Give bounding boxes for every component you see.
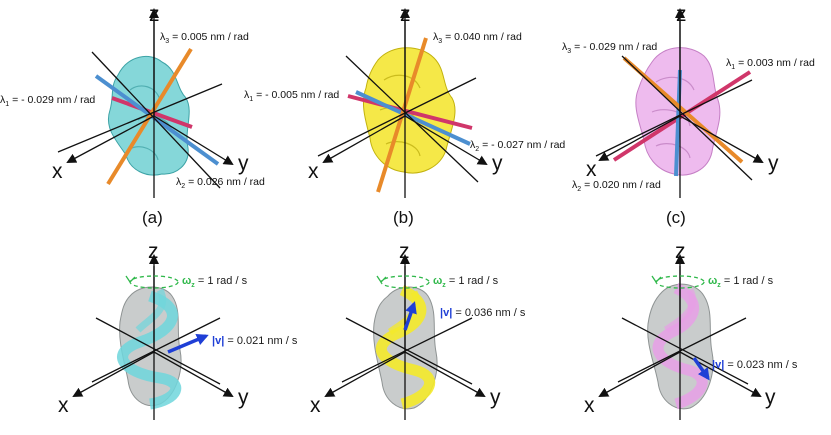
x-axis-arrow-m3 <box>598 351 681 397</box>
principal-axes-c <box>612 56 752 177</box>
lambda1-axis-b <box>347 94 473 130</box>
caption-a: (a) <box>142 208 163 227</box>
coordinate-axes-a <box>57 8 234 198</box>
lambda1-label-b: λ1 = - 0.005 nm / rad <box>244 89 339 103</box>
lambda2-axis-b <box>355 90 471 146</box>
y-axis-label-b: y <box>492 152 503 175</box>
velocity-label-2: |v| = 0.036 nm / s <box>440 307 526 319</box>
y-axis-label-m1: y <box>238 386 249 409</box>
motion-panel-2: z x y ωz = 1 rad / s |v| = 0.036 nm / s <box>310 240 526 420</box>
omega-label-2: ωz = 1 rad / s <box>433 275 499 289</box>
rotation-arrowhead-1 <box>125 275 136 283</box>
lambda3-axis-c <box>622 56 744 164</box>
x-axis-label-c: x <box>586 158 597 181</box>
lambda2-label-a: λ2 = 0.026 nm / rad <box>176 176 265 190</box>
y-axis-arrow-b <box>404 115 488 166</box>
caption-b: (b) <box>393 208 414 227</box>
panel-c: z x y λ3 = - 0.029 nm / rad λ1 = 0.003 n… <box>562 3 815 227</box>
motion-panel-1: z x y ωz = 1 rad / s |v| = 0.021 nm / s <box>58 240 298 420</box>
z-axis-label-b: z <box>400 3 411 26</box>
z-axis-label-m2: z <box>399 240 410 263</box>
coordinate-axes-b <box>317 8 488 198</box>
velocity-arrow-1 <box>167 333 209 354</box>
x-axis-label-b: x <box>308 160 319 183</box>
lambda2-axis-c <box>674 69 682 177</box>
panel-b: z x y λ3 = 0.040 nm / rad λ1 = - 0.005 n… <box>244 3 565 227</box>
lambda1-axis-c <box>612 70 752 162</box>
x-axis-arrow-a <box>66 115 155 163</box>
z-axis-label-a: z <box>149 3 160 26</box>
velocity-label-3: |v| = 0.023 nm / s <box>712 359 798 371</box>
x-axis-label-m2: x <box>310 394 321 417</box>
lambda1-label-c: λ1 = 0.003 nm / rad <box>726 57 815 71</box>
lambda1-label-a: λ1 = - 0.029 nm / rad <box>0 94 95 108</box>
rotation-arrowhead-3 <box>651 275 662 283</box>
lambda3-label-b: λ3 = 0.040 nm / rad <box>433 31 522 45</box>
x-axis-arrow-c <box>598 115 681 161</box>
lambda2-label-c: λ2 = 0.020 nm / rad <box>572 179 661 193</box>
lambda2-axis-a <box>94 74 220 166</box>
velocity-arrow-3 <box>692 356 710 381</box>
lambda3-label-c: λ3 = - 0.029 nm / rad <box>562 41 657 55</box>
helix-ribbon-3 <box>652 283 708 410</box>
y-axis-label-m2: y <box>490 386 501 409</box>
y-axis-label-m3: y <box>765 386 776 409</box>
x-axis-label-a: x <box>52 160 63 183</box>
z-axis-label-m1: z <box>148 240 159 263</box>
lambda3-axis-a <box>106 47 193 186</box>
omega-label-3: ωz = 1 rad / s <box>708 275 774 289</box>
coordinate-axes-motion-1 <box>72 254 234 420</box>
y-axis-arrow-m2 <box>404 351 486 397</box>
lambda3-label-a: λ3 = 0.005 nm / rad <box>160 31 249 45</box>
motion-panel-3: z x y ωz = 1 rad / s |v| = 0.023 nm / s <box>584 240 798 420</box>
velocity-label-1: |v| = 0.021 nm / s <box>212 335 298 347</box>
rotation-arrowhead-2 <box>376 275 387 283</box>
x-axis-arrow-m1 <box>72 351 155 397</box>
omega-label-1: ωz = 1 rad / s <box>182 275 248 289</box>
panel-a: z x y λ3 = 0.005 nm / rad λ1 = - 0.029 n… <box>0 3 265 227</box>
z-axis-label-c: z <box>676 3 687 26</box>
caption-c: (c) <box>666 208 686 227</box>
x-axis-arrow-b <box>322 115 406 163</box>
helix-ribbon-1 <box>117 288 182 410</box>
velocity-arrow-2 <box>403 301 417 331</box>
x-axis-arrow-m2 <box>324 351 406 397</box>
y-axis-arrow-c <box>679 115 764 163</box>
z-axis-label-m3: z <box>675 240 686 263</box>
y-axis-label-c: y <box>768 152 779 175</box>
y-axis-arrow-m1 <box>153 351 234 397</box>
lambda2-label-b: λ2 = - 0.027 nm / rad <box>470 139 565 153</box>
coordinate-axes-motion-2 <box>324 254 486 420</box>
y-axis-label-a: y <box>238 152 249 175</box>
y-axis-arrow-a <box>153 115 234 166</box>
coordinate-axes-c <box>595 8 764 198</box>
x-axis-label-m3: x <box>584 394 595 417</box>
x-axis-label-m1: x <box>58 394 69 417</box>
